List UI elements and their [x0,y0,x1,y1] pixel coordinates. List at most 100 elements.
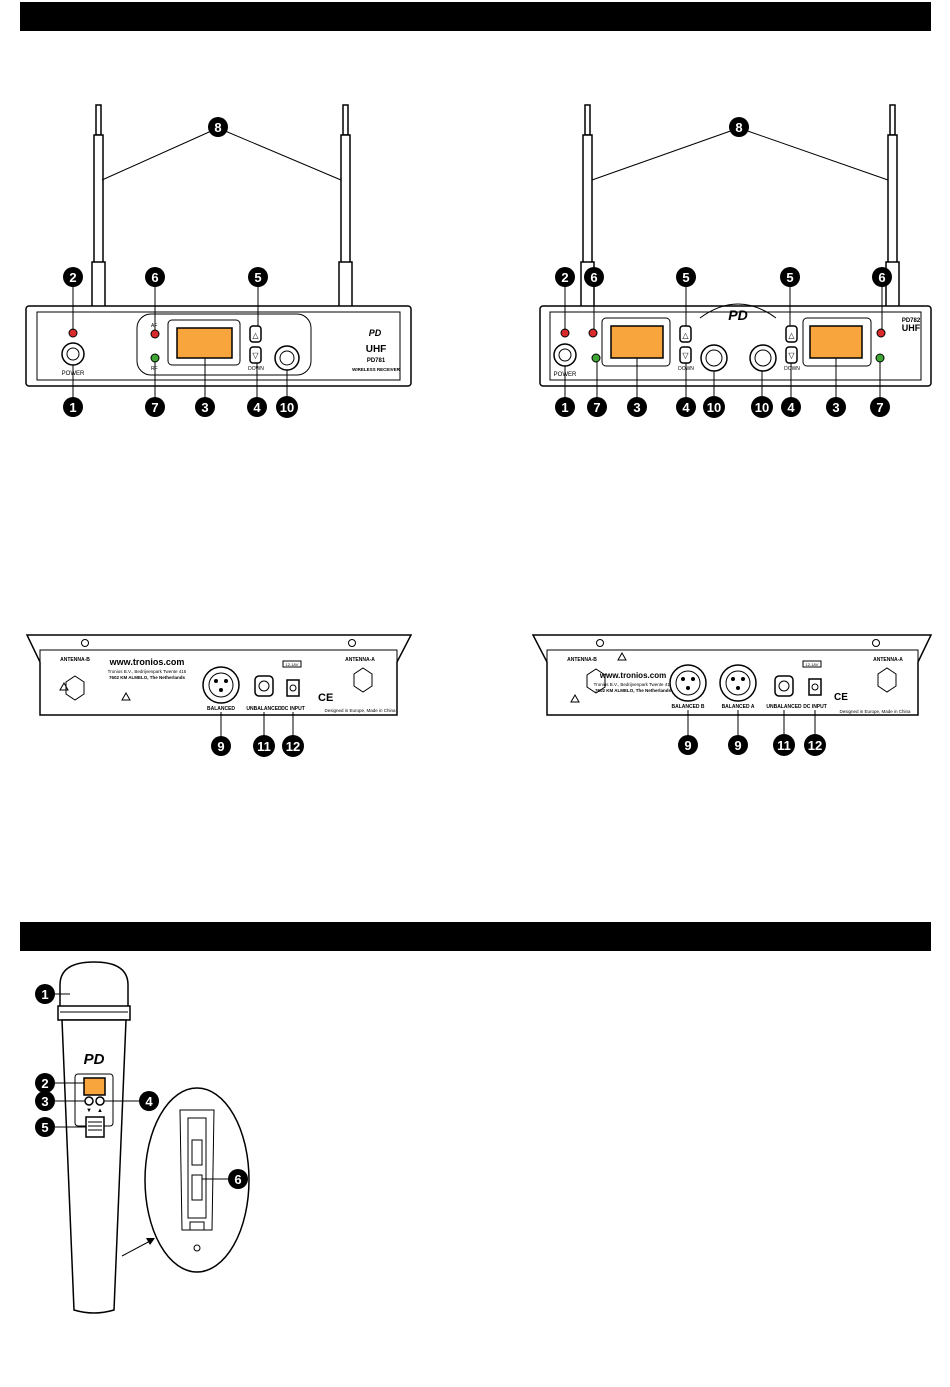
battery-compartment-inset [144,1087,250,1273]
mic-lcd-display [83,1077,106,1096]
unbalanced-jack[interactable] [774,675,794,697]
rear-single-receiver: ANTENNA-B ANTENNA-A www.tronios.com Tron… [25,634,413,757]
up-button[interactable] [249,325,262,343]
mic-grille [59,961,129,1009]
down-label-b: DOWN [784,366,800,372]
volume-knob[interactable] [274,345,300,371]
lcd-display [176,327,233,359]
mic-up-button[interactable] [95,1096,105,1106]
svg-text:5: 5 [41,1120,48,1135]
rear-dual-receiver: ANTENNA-B ANTENNA-A www.tronios.com Tron… [531,634,933,756]
down-button[interactable] [249,346,262,364]
af-label: AF [151,323,157,329]
svg-text:1: 1 [69,400,76,415]
volume-knob-a[interactable] [700,344,728,372]
callout-9: 9 [728,735,748,755]
svg-text:5: 5 [682,270,689,285]
up-button-b[interactable] [785,325,798,343]
svg-text:12: 12 [286,739,300,754]
power-button[interactable] [61,342,85,366]
xlr-balanced-a-output[interactable] [719,664,757,702]
xlr-balanced-b-output[interactable] [669,664,707,702]
callout-3: 3 [35,1091,55,1111]
svg-text:7: 7 [876,400,883,415]
address-label: 7602 KM ALMELO, The Netherlands [109,675,186,680]
dc-input-jack[interactable] [286,679,300,697]
balanced-label: BALANCED [207,706,235,712]
brand-logo: PD [728,307,747,323]
callout-12: 12 [282,735,304,757]
svg-text:4: 4 [145,1094,153,1109]
power-led [560,328,570,338]
svg-text:3: 3 [41,1094,48,1109]
af-led [150,329,160,339]
svg-text:11: 11 [777,738,791,753]
unbalanced-label: UNBALANCED [246,706,282,712]
callout-7: 7 [145,397,165,417]
callout-1: 1 [35,984,55,1004]
callout-4: 4 [781,397,801,417]
svg-text:6: 6 [151,270,158,285]
website-label: www.tronios.com [109,657,185,667]
volume-knob-b[interactable] [749,344,777,372]
callout-4: 4 [139,1091,159,1111]
callout-7: 7 [587,397,607,417]
svg-text:2: 2 [41,1076,48,1091]
receiver-subtitle: WIRELESS RECEIVER [352,367,401,372]
callout-6: 6 [228,1169,248,1189]
antenna-right [885,104,900,308]
handheld-microphone: PD ▼ ▲ 1 2 3 4 5 6 [35,961,250,1314]
brand-logo: PD [369,328,382,338]
callout-6: 6 [872,267,892,287]
mic-down-button[interactable] [84,1096,94,1106]
address-label: 7602 KM ALMELO, The Netherlands [595,688,672,693]
company-label: Tronios B.V., Bedrijvenpark Twente 415 [108,669,187,674]
svg-text:7: 7 [593,400,600,415]
rf-label: RF [151,366,158,372]
antenna-b-label: ANTENNA-B [567,657,597,663]
up-arrow-icon: △ [788,331,795,340]
svg-text:1: 1 [561,400,568,415]
dc-spec-label: 12-18V [286,662,299,667]
lcd-display-a [610,325,664,359]
svg-text:8: 8 [735,120,742,135]
xlr-balanced-output[interactable] [202,666,240,704]
dc-input-label: DC INPUT [803,704,827,710]
up-triangle-icon: ▲ [97,1108,103,1114]
up-arrow-icon: △ [682,331,689,340]
mic-power-switch[interactable] [85,1116,105,1138]
zoom-arrow [121,1239,153,1257]
af-led-b [876,328,886,338]
antenna-b-label: ANTENNA-B [60,657,90,663]
model-label: PD782 [902,318,921,324]
uhf-label: UHF [366,344,387,355]
svg-text:10: 10 [280,400,294,415]
model-label: PD781 [367,358,386,364]
company-label: Tronios B.V., Bedrijvenpark Twente 415 [594,682,673,687]
battery-slot [187,1117,207,1219]
antenna-b-connector [65,675,85,701]
callout-6: 6 [584,267,604,287]
svg-text:4: 4 [787,400,795,415]
callout-12: 12 [804,734,826,756]
power-button[interactable] [553,343,577,367]
callout-11: 11 [773,734,795,756]
callout-6: 6 [145,267,165,287]
dc-input-jack[interactable] [808,678,822,696]
callout-5: 5 [780,267,800,287]
af-led-a [588,328,598,338]
callout-2: 2 [63,267,83,287]
front-single-receiver: AF RF POWER △ ▽ DOWN PD UHF PD781 WIRELE… [25,104,412,418]
callout-2: 2 [35,1073,55,1093]
unbalanced-label: UNBALANCED [766,704,802,710]
svg-text:6: 6 [234,1172,241,1187]
callout-4: 4 [247,397,267,417]
unbalanced-jack[interactable] [254,675,274,697]
callout-5: 5 [248,267,268,287]
callout-4: 4 [676,397,696,417]
rf-led-b [875,353,885,363]
callout-9: 9 [211,736,231,756]
svg-text:9: 9 [734,738,741,753]
svg-text:6: 6 [590,270,597,285]
